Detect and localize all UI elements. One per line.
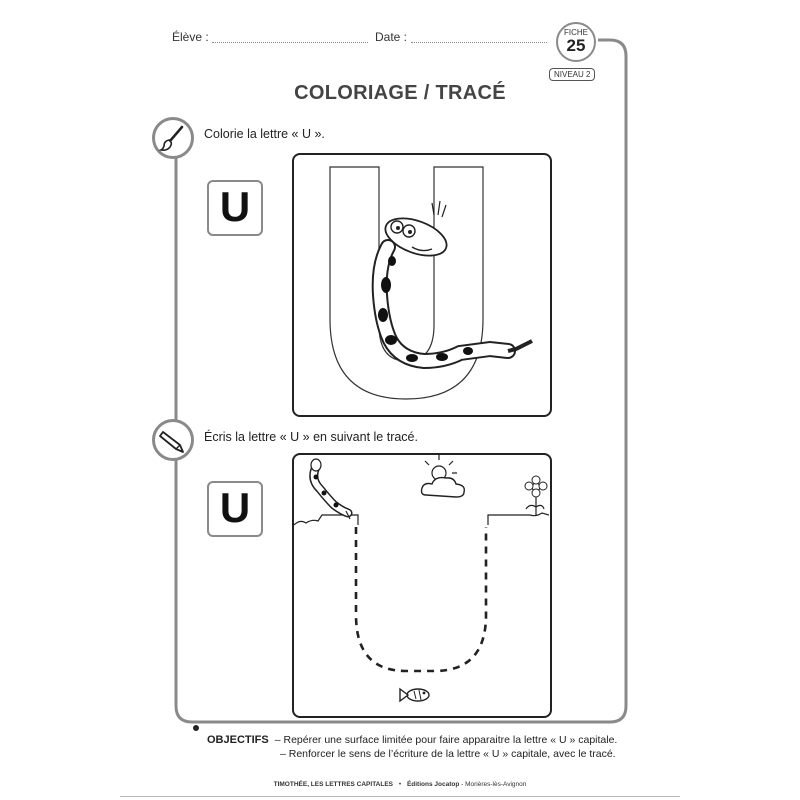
tracing-panel [292, 453, 552, 718]
exercise1-instruction: Colorie la lettre « U ». [204, 127, 325, 141]
footer-rule [120, 796, 680, 797]
tracing-area[interactable] [294, 455, 550, 715]
coloring-letter-u[interactable] [294, 155, 549, 415]
paintbrush-icon [158, 125, 184, 151]
objectives-label: OBJECTIFS [207, 734, 269, 746]
coloring-panel [292, 153, 552, 417]
footer-publisher: Éditions Jocatop [406, 781, 460, 788]
flower-icon [524, 475, 548, 515]
exercise2-letter-box: U [207, 481, 263, 537]
student-label: Élève : [172, 30, 209, 44]
dashed-trace-path[interactable] [354, 527, 488, 673]
niveau-badge: NIVEAU 2 [549, 68, 596, 81]
student-name-line[interactable] [212, 42, 368, 43]
date-line[interactable] [411, 42, 547, 43]
fish-icon [399, 687, 430, 703]
exercise1-icon-circle [152, 117, 194, 159]
fiche-label: FICHE [564, 28, 588, 37]
date-label: Date : [375, 30, 408, 44]
footer-book: TIMOTHÉE, LES LETTRES CAPITALES [273, 781, 394, 788]
page-title: COLORIAGE / TRACÉ [294, 82, 506, 104]
exercise1-letter-box: U [207, 180, 263, 236]
footer-city: - Morières-lès-Avignon [461, 781, 527, 788]
pencil-icon [159, 431, 184, 453]
fiche-badge: FICHE 25 [556, 22, 596, 62]
exercise2-instruction: Écris la lettre « U » en suivant le trac… [204, 430, 418, 444]
sun-cloud-icon [420, 455, 466, 498]
fiche-number: 25 [566, 36, 586, 55]
exercise2-icon-circle [152, 419, 194, 461]
objective-item-1: – Repérer une surface limitée pour faire… [274, 734, 618, 746]
objectives-block: OBJECTIFS – Repérer une surface limitée … [207, 734, 667, 760]
footer-separator: • [398, 781, 402, 788]
objective-item-2: – Renforcer le sens de l’écriture de la … [280, 748, 616, 760]
footer: TIMOTHÉE, LES LETTRES CAPITALES • Éditio… [0, 781, 800, 788]
